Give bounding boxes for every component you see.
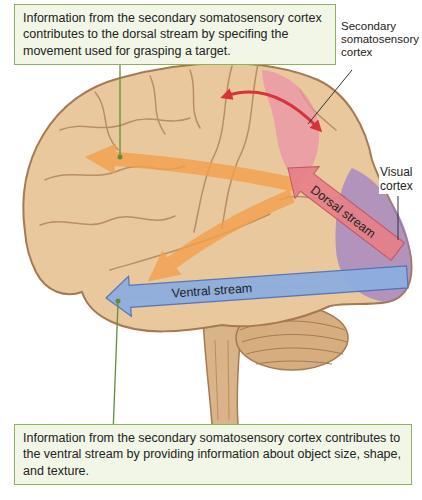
region-label: Secondary somatosensory cortex bbox=[340, 20, 422, 60]
region-label: Visual cortex bbox=[379, 166, 421, 194]
callout-box: Information from the secondary somatosen… bbox=[14, 424, 412, 485]
callout-box: Information from the secondary somatosen… bbox=[14, 4, 336, 65]
callout-text: Information from the secondary somatosen… bbox=[23, 430, 403, 479]
callout-text: Information from the secondary somatosen… bbox=[23, 10, 327, 59]
